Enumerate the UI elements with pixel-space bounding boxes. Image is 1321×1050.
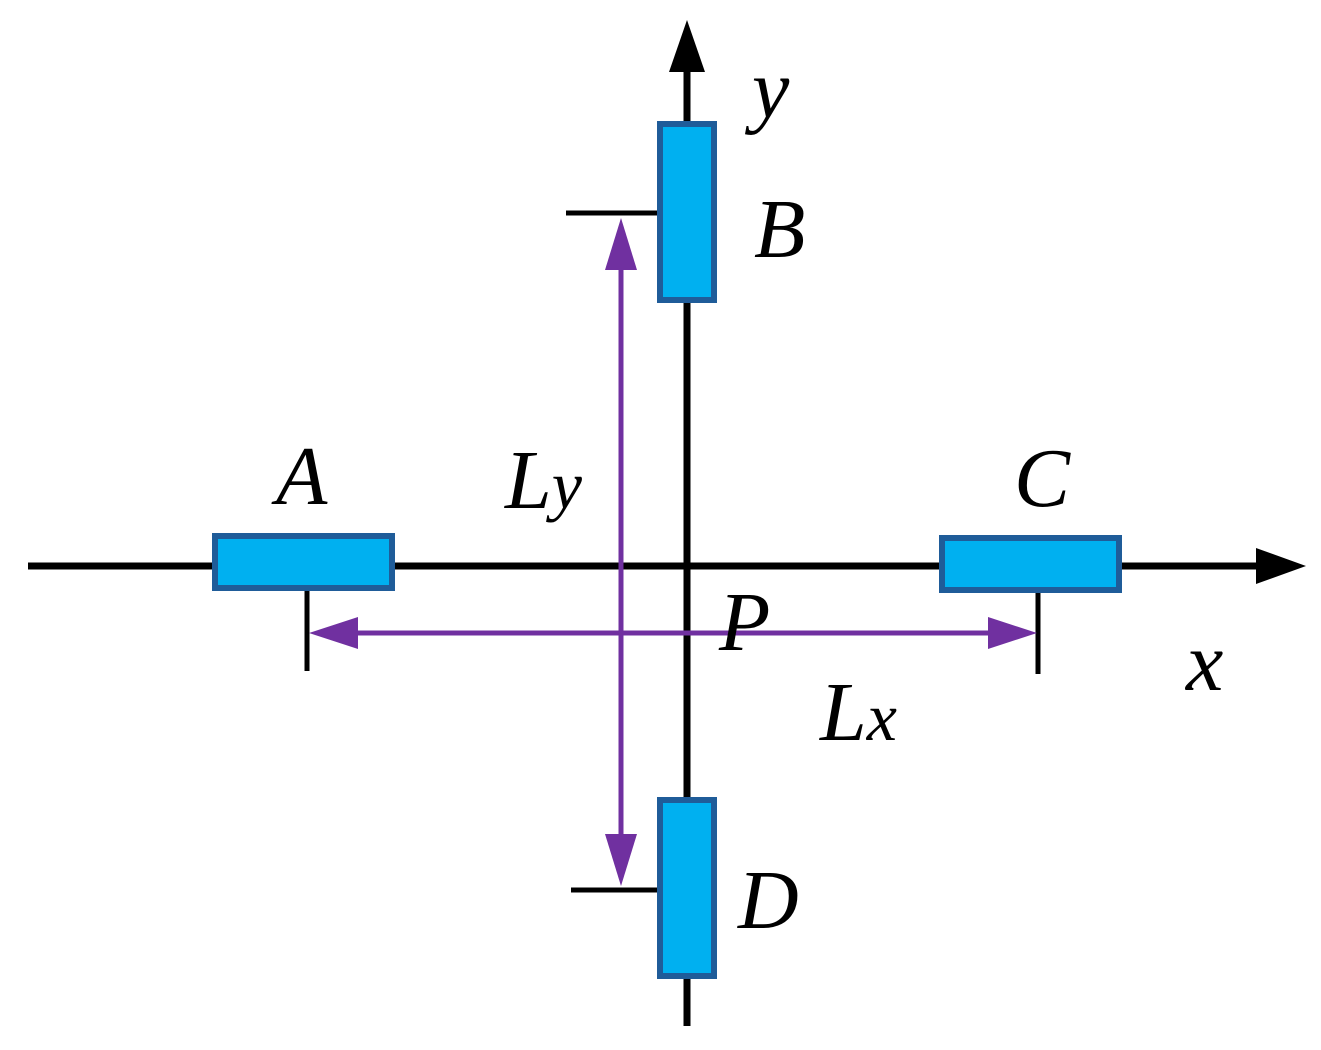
dimension-ly-arrowhead-top	[605, 218, 637, 270]
sensor-a	[212, 533, 395, 591]
dimension-lx-arrowhead-left	[309, 617, 358, 649]
sensor-c-label: C	[1014, 432, 1071, 525]
sensor-d	[657, 797, 717, 979]
sensor-a-label: A	[271, 430, 328, 523]
dimension-lx-sub: x	[866, 679, 897, 755]
dimension-lx-main: L	[819, 666, 867, 759]
dimension-lx-arrowhead-right	[988, 617, 1037, 649]
sensor-d-label: D	[737, 854, 799, 947]
sensor-a-body	[212, 533, 395, 591]
sensor-c-body	[939, 535, 1122, 593]
dimension-ly	[605, 218, 637, 886]
x-axis-arrowhead	[1256, 548, 1306, 584]
axis-y-label: y	[744, 43, 790, 136]
sensor-c	[939, 535, 1122, 593]
dimension-lx-label: Lx	[819, 666, 897, 759]
sensor-b-body	[657, 121, 717, 303]
axis-x-label: x	[1184, 616, 1223, 709]
dimension-ly-arrowhead-bottom	[605, 834, 637, 886]
dimension-lx	[309, 617, 1037, 649]
sensor-d-body	[657, 797, 717, 979]
point-p-label: P	[718, 576, 770, 669]
dimension-ly-main: L	[504, 434, 552, 527]
sensor-b-label: B	[754, 183, 805, 276]
sensor-b	[657, 121, 717, 303]
y-axis-arrowhead	[669, 20, 705, 72]
dimension-ly-sub: y	[546, 447, 583, 523]
dimension-ly-label: Ly	[504, 434, 583, 527]
